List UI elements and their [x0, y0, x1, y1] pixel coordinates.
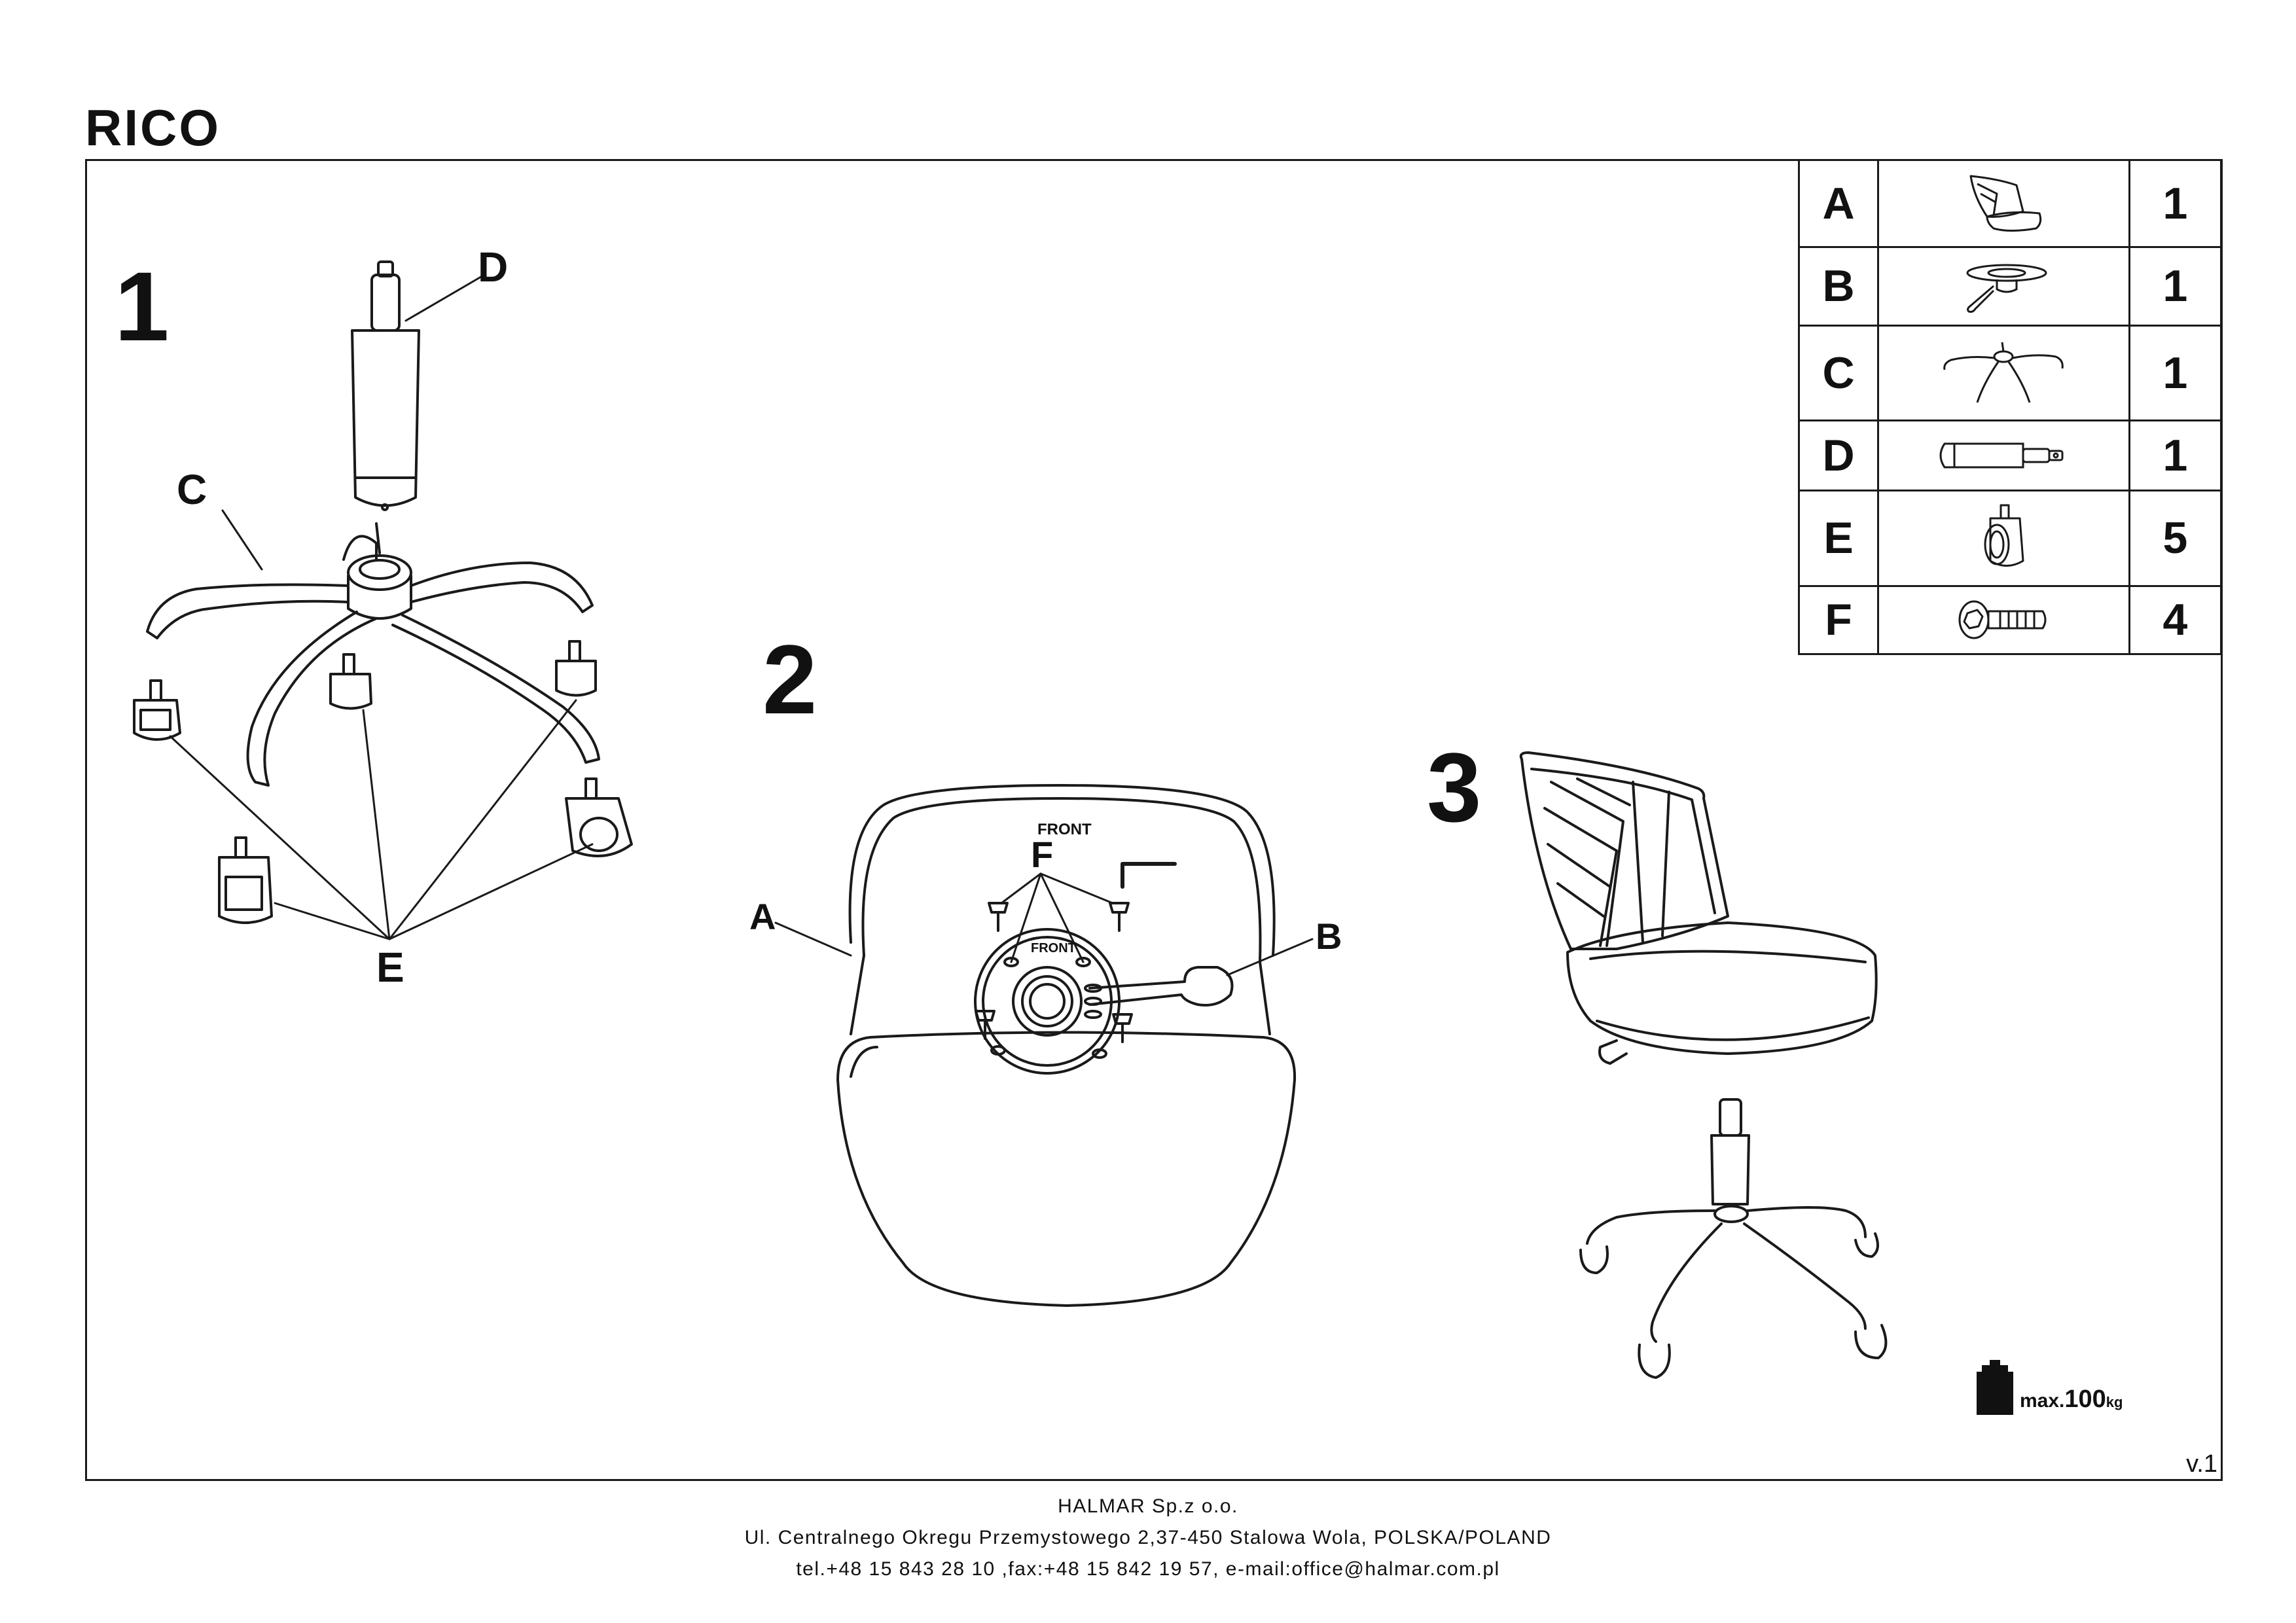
parts-row-b: B 1	[1797, 245, 2223, 327]
part-letter: D	[1797, 419, 1880, 492]
max-load-text: max.100kg	[2020, 1385, 2123, 1414]
bolt-icon	[1877, 584, 2130, 656]
label-e: E	[376, 944, 404, 991]
max-load-value: 100	[2064, 1385, 2106, 1413]
weight-icon	[1977, 1360, 2013, 1415]
parts-row-f: F 4	[1797, 584, 2223, 656]
front-mark-top: FRONT	[1037, 821, 1092, 838]
max-load-prefix: max.	[2020, 1390, 2065, 1412]
allen-key-icon	[1121, 862, 1177, 889]
caster-leader-lines	[169, 699, 594, 940]
bolt-drawings	[975, 902, 1133, 1043]
parts-row-e: E 5	[1797, 490, 2223, 587]
product-title: RICO	[85, 99, 221, 156]
max-load-unit: kg	[2106, 1394, 2123, 1410]
part-quantity: 1	[2128, 324, 2223, 422]
max-load-label: max.100kg	[1975, 1361, 2123, 1420]
parts-row-d: D 1	[1797, 419, 2223, 492]
part-letter: A	[1797, 159, 1880, 248]
footer-contact: tel.+48 15 843 28 10 ,fax:+48 15 842 19 …	[796, 1558, 1500, 1580]
label-d: D	[478, 243, 508, 291]
part-quantity: 1	[2128, 419, 2223, 492]
star-base-drawing	[146, 522, 600, 787]
part-quantity: 1	[2128, 245, 2223, 327]
part-quantity: 5	[2128, 490, 2223, 587]
assembled-chair-drawing	[1519, 751, 1888, 1379]
footer-company: HALMAR Sp.z o.o.	[1058, 1495, 1238, 1517]
part-letter: F	[1797, 584, 1880, 656]
version-label: v.1	[2186, 1450, 2217, 1478]
parts-list-table: A 1 B 1 C 1 D 1 E 5 F 4	[1797, 159, 2223, 656]
step-number-2: 2	[762, 624, 817, 734]
gas-lift-drawing	[351, 260, 420, 511]
seat-shell-icon	[1877, 159, 2130, 248]
caster-wheel-icon	[1877, 490, 2130, 587]
label-a: A	[749, 896, 776, 937]
footer-address: Ul. Centralnego Okregu Przemystowego 2,3…	[744, 1527, 1552, 1548]
front-mark-plate: FRONT	[1031, 941, 1076, 955]
star-base-icon	[1877, 324, 2130, 422]
seat-underside-drawing	[836, 784, 1297, 1307]
label-b: B	[1316, 916, 1342, 957]
part-quantity: 1	[2128, 159, 2223, 248]
step-number-3: 3	[1427, 732, 1481, 842]
mechanism-plate-drawing	[974, 928, 1234, 1075]
parts-row-a: A 1	[1797, 159, 2223, 248]
instruction-frame	[85, 159, 2223, 1481]
part-letter: C	[1797, 324, 1880, 422]
step-number-1: 1	[115, 251, 169, 361]
tilt-mechanism-icon	[1877, 245, 2130, 327]
gas-lift-icon	[1877, 419, 2130, 492]
part-letter: B	[1797, 245, 1880, 327]
label-f: F	[1031, 834, 1053, 875]
parts-row-c: C 1	[1797, 324, 2223, 422]
part-quantity: 4	[2128, 584, 2223, 656]
part-letter: E	[1797, 490, 1880, 587]
label-c: C	[177, 466, 207, 513]
